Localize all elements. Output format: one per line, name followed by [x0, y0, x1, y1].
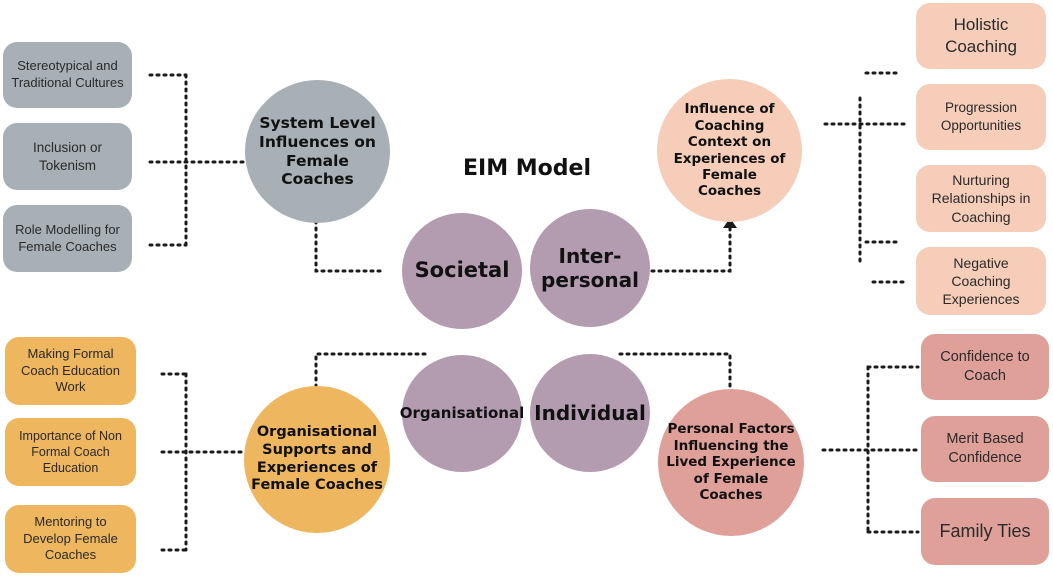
subtheme-label: Holistic Coaching — [945, 14, 1017, 56]
subtheme-nurturing-relationships: Nurturing Relationships in Coaching — [916, 165, 1046, 232]
theme-system-level: System Level Influences on Female Coache… — [245, 80, 390, 223]
theme-coaching-context-label: Influence of Coaching Context on Experie… — [673, 101, 786, 200]
core-interpersonal-label: Inter- personal — [541, 243, 639, 292]
subtheme-label: Merit Based Confidence — [946, 431, 1024, 466]
subtheme-label: Inclusion or Tokenism — [32, 139, 103, 173]
core-individual: Individual — [530, 354, 650, 472]
subtheme-role-modelling: Role Modelling for Female Coaches — [3, 205, 132, 272]
subtheme-inclusion-tokenism: Inclusion or Tokenism — [3, 123, 132, 190]
connector-societal-system — [314, 212, 382, 273]
subtheme-holistic-coaching: Holistic Coaching — [916, 3, 1046, 69]
subtheme-label: Mentoring to Develop Female Coaches — [23, 513, 118, 563]
subtheme-label: Confidence to Coach — [940, 349, 1030, 384]
subtheme-label: Family Ties — [939, 520, 1031, 541]
subtheme-label: Nurturing Relationships in Coaching — [931, 172, 1031, 225]
subtheme-label: Role Modelling for Female Coaches — [15, 221, 120, 254]
subtheme-formal-coach-education: Making Formal Coach Education Work — [5, 337, 136, 405]
subtheme-mentoring: Mentoring to Develop Female Coaches — [5, 505, 136, 573]
subtheme-stereotypical-cultures: Stereotypical and Traditional Cultures — [3, 42, 132, 108]
subtheme-label: Importance of Non Formal Coach Education — [19, 428, 122, 476]
core-organisational: Organisational — [399, 355, 525, 472]
subtheme-non-formal-education: Importance of Non Formal Coach Education — [5, 418, 136, 486]
core-societal-label: Societal — [414, 258, 510, 283]
core-interpersonal: Inter- personal — [530, 209, 650, 327]
subtheme-label: Stereotypical and Traditional Cultures — [11, 58, 124, 90]
subtheme-label: Negative Coaching Experiences — [942, 254, 1020, 308]
subtheme-label: Making Formal Coach Education Work — [20, 345, 120, 395]
theme-organisational-supports: Organisational Supports and Experiences … — [244, 386, 390, 533]
subtheme-confidence-to-coach: Confidence to Coach — [921, 334, 1049, 400]
core-individual-label: Individual — [534, 400, 646, 425]
subtheme-merit-based-confidence: Merit Based Confidence — [921, 416, 1049, 482]
subtheme-label: Progression Opportunities — [940, 100, 1022, 133]
theme-organisational-supports-label: Organisational Supports and Experiences … — [251, 424, 383, 494]
theme-coaching-context: Influence of Coaching Context on Experie… — [657, 79, 802, 222]
connector-interpersonal-coaching — [650, 226, 732, 273]
subtheme-negative-experiences: Negative Coaching Experiences — [916, 247, 1046, 315]
arrow-up-icon — [723, 218, 737, 228]
theme-personal-factors: Personal Factors Influencing the Lived E… — [658, 389, 804, 536]
subtheme-family-ties: Family Ties — [921, 498, 1049, 565]
core-organisational-label: Organisational — [399, 404, 525, 423]
core-societal: Societal — [402, 213, 522, 329]
page-title: EIM Model — [463, 156, 591, 181]
theme-system-level-label: System Level Influences on Female Coache… — [259, 113, 376, 189]
theme-personal-factors-label: Personal Factors Influencing the Lived E… — [666, 421, 796, 504]
subtheme-progression-opportunities: Progression Opportunities — [916, 84, 1046, 150]
